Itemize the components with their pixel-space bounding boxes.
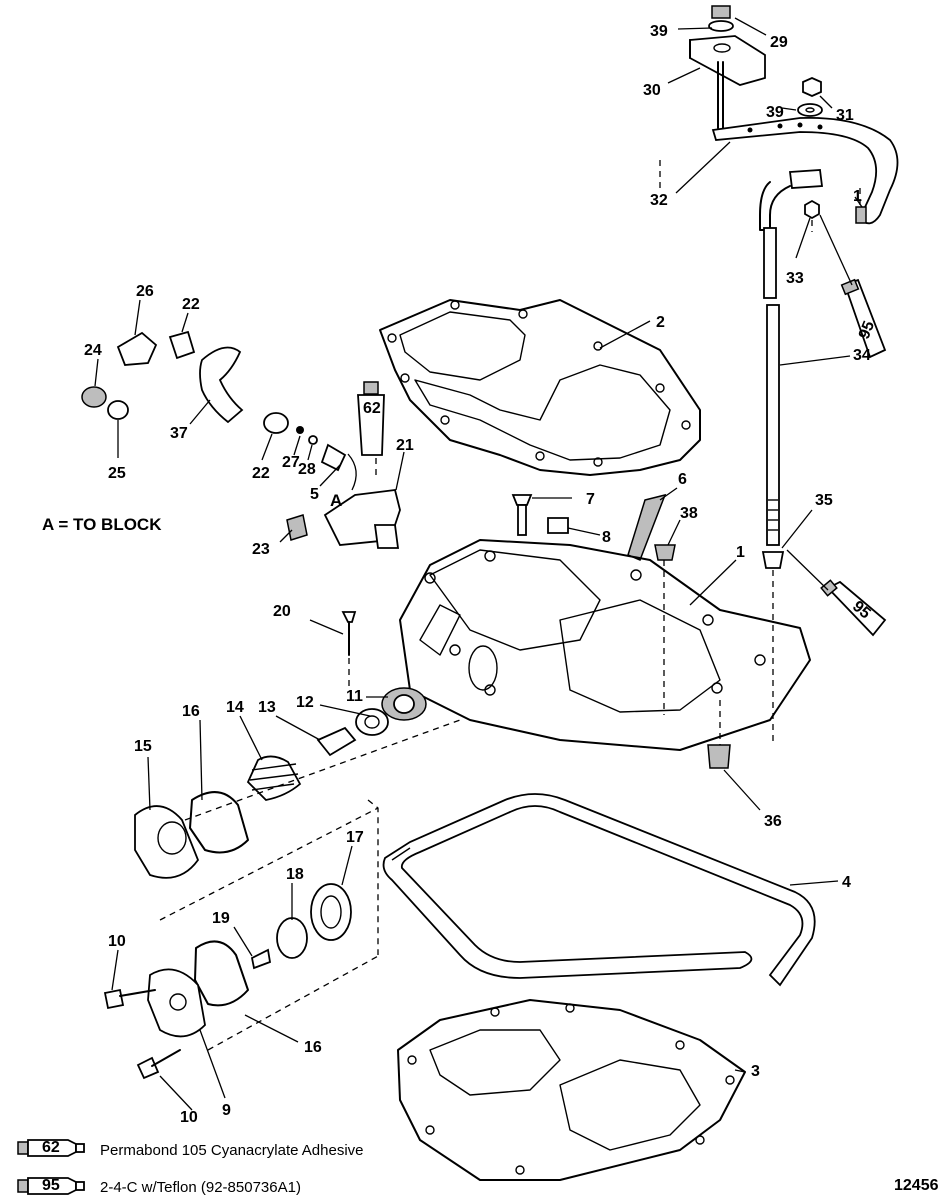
legend-item-62: 62 Permabond 105 Cyanacrylate Adhesive xyxy=(17,1139,364,1159)
label-16-top: 16 xyxy=(182,703,200,720)
label-16-bottom: 16 xyxy=(304,1039,322,1056)
label-30: 30 xyxy=(643,82,661,99)
legend-code-62: 62 xyxy=(42,1139,60,1156)
label-33: 33 xyxy=(786,270,804,287)
label-36: 36 xyxy=(764,813,782,830)
label-15: 15 xyxy=(134,738,152,755)
label-14: 14 xyxy=(226,699,244,716)
legend: 62 Permabond 105 Cyanacrylate Adhesive 9… xyxy=(17,1139,364,1196)
label-22-top: 22 xyxy=(182,296,200,313)
label-34: 34 xyxy=(853,347,871,364)
fitting-21 xyxy=(286,489,401,549)
label-39b: 39 xyxy=(766,104,784,121)
lubricant-tube-95-mid: 95 xyxy=(820,579,887,637)
gasket-2 xyxy=(379,299,701,476)
label-39a: 39 xyxy=(650,23,668,40)
label-12: 12 xyxy=(296,694,314,711)
label-26: 26 xyxy=(136,283,154,300)
dashed-guide-4 xyxy=(184,719,461,821)
note-to-block: A = TO BLOCK xyxy=(42,515,162,534)
label-18: 18 xyxy=(286,866,304,883)
label-25: 25 xyxy=(108,465,126,482)
screw-20 xyxy=(341,611,357,623)
poppet-group xyxy=(103,883,352,1080)
label-17: 17 xyxy=(346,829,364,846)
label-1-top: 1 xyxy=(853,188,862,205)
label-31: 31 xyxy=(836,107,854,124)
label-28: 28 xyxy=(298,461,316,478)
gasket-3 xyxy=(397,999,746,1181)
label-20: 20 xyxy=(273,603,291,620)
tube-code-62: 62 xyxy=(363,400,381,417)
label-29: 29 xyxy=(770,34,788,51)
label-3: 3 xyxy=(751,1063,760,1080)
tube-code-95-top: 95 xyxy=(856,319,878,342)
label-6: 6 xyxy=(678,471,687,488)
thermostat-group xyxy=(134,687,427,879)
callout-a: A xyxy=(330,491,342,510)
label-38: 38 xyxy=(680,505,698,522)
legend-text-95: 2-4-C w/Teflon (92-850736A1) xyxy=(100,1179,301,1196)
adhesive-tube-62: 62 xyxy=(357,381,385,456)
legend-code-95: 95 xyxy=(42,1177,60,1194)
label-11: 11 xyxy=(346,688,363,705)
lubricant-tube-95-top: 95 xyxy=(840,278,887,359)
legend-item-95: 95 2-4-C w/Teflon (92-850736A1) xyxy=(17,1177,301,1196)
throttle-rod xyxy=(759,181,791,546)
grommet-36 xyxy=(707,744,731,769)
hose-assembly xyxy=(81,330,347,472)
label-4: 4 xyxy=(842,874,851,891)
small-hardware xyxy=(511,493,676,561)
label-8: 8 xyxy=(602,529,611,546)
label-35: 35 xyxy=(815,492,833,509)
label-27: 27 xyxy=(282,454,300,471)
label-22-mid: 22 xyxy=(252,465,270,482)
label-7: 7 xyxy=(586,491,595,508)
dashed-guide-2 xyxy=(367,799,379,955)
figure-id: 12456 xyxy=(894,1177,939,1194)
legend-text-62: Permabond 105 Cyanacrylate Adhesive xyxy=(100,1142,364,1159)
dashed-guide-1 xyxy=(159,807,379,921)
label-9: 9 xyxy=(222,1102,231,1119)
label-19: 19 xyxy=(212,910,230,927)
leader-lines xyxy=(94,17,863,1111)
label-10-bottom: 10 xyxy=(180,1109,198,1126)
label-2: 2 xyxy=(656,314,665,331)
seal-4 xyxy=(382,793,816,987)
label-1-block: 1 xyxy=(736,544,745,561)
label-21: 21 xyxy=(396,437,414,454)
label-10-top: 10 xyxy=(108,933,126,950)
callout-labels: 39 29 30 31 39 32 1 33 2 34 26 22 24 37 … xyxy=(42,23,871,1126)
label-13: 13 xyxy=(258,699,276,716)
label-23: 23 xyxy=(252,541,270,558)
label-32: 32 xyxy=(650,192,668,209)
link-arm-assembly xyxy=(689,5,899,225)
grommet-35 xyxy=(761,551,785,569)
label-37: 37 xyxy=(170,425,188,442)
label-5: 5 xyxy=(310,486,319,503)
block-cover-1 xyxy=(399,539,811,751)
label-24: 24 xyxy=(84,342,102,359)
